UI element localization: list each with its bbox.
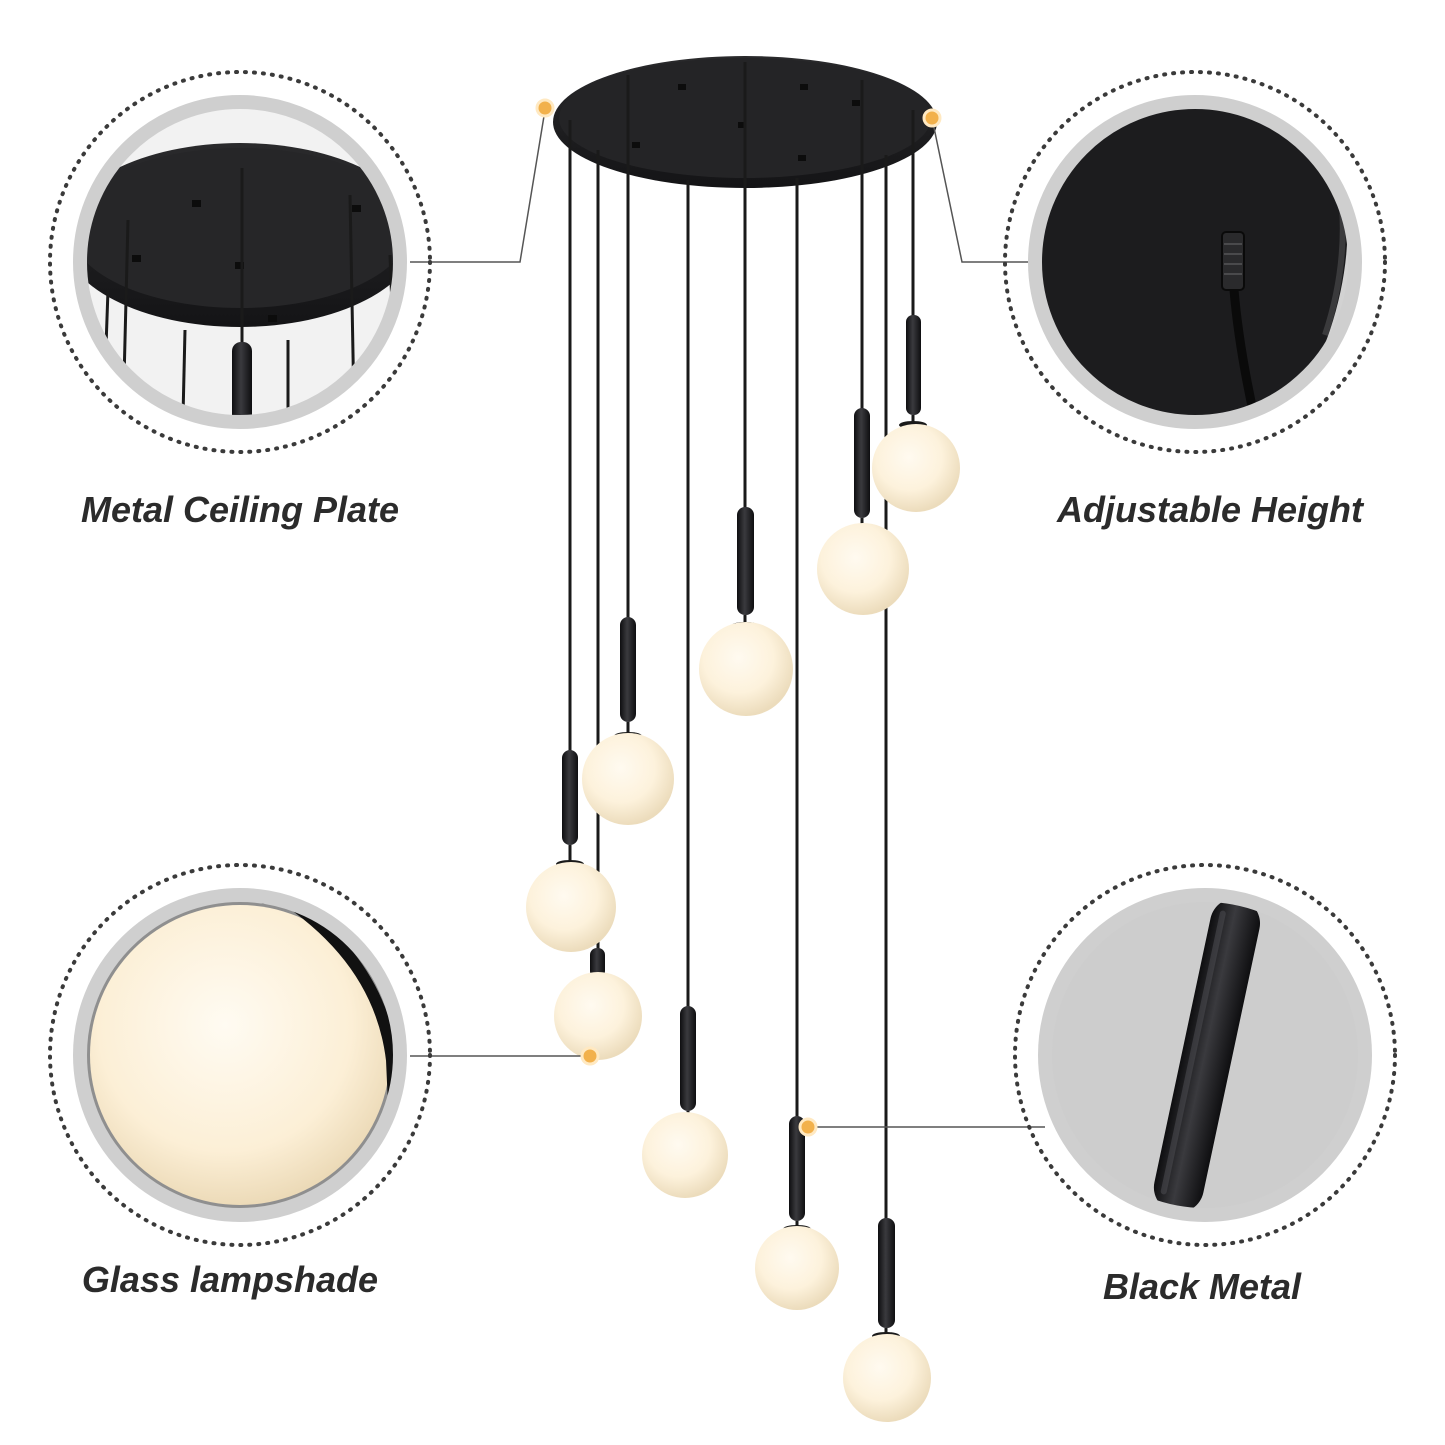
callout-markers [535, 98, 942, 1137]
dotted-circle-frame-icon [48, 70, 432, 454]
caption-black-metal: Black Metal [1102, 1266, 1302, 1307]
zoom-glass-lampshade [48, 863, 432, 1247]
main-chandelier [526, 56, 960, 1422]
dotted-circle-frame-icon [1013, 863, 1397, 1247]
zoom-black-metal [1013, 863, 1397, 1247]
dotted-circle-frame-icon [48, 863, 432, 1247]
dotted-circle-frame-icon [1003, 70, 1387, 454]
caption-glass-lampshade: Glass lampshade [81, 1259, 379, 1300]
glass-globes [526, 424, 960, 1422]
caption-metal-ceiling-plate: Metal Ceiling Plate [80, 489, 400, 530]
callout-lines [410, 109, 1045, 1128]
plate-screws [632, 84, 860, 161]
callout-marker-icon [535, 98, 555, 118]
callout-marker-icon [580, 1046, 600, 1066]
caption-adjustable-height: Adjustable Height [1056, 489, 1364, 530]
suspension-cords [568, 62, 915, 1220]
callout-marker-icon [798, 1117, 818, 1137]
callout-marker-icon [922, 108, 942, 128]
pendant-bars [562, 315, 921, 1328]
zoom-adjustable-height [1003, 70, 1387, 454]
zoom-ceiling-plate [48, 70, 432, 454]
